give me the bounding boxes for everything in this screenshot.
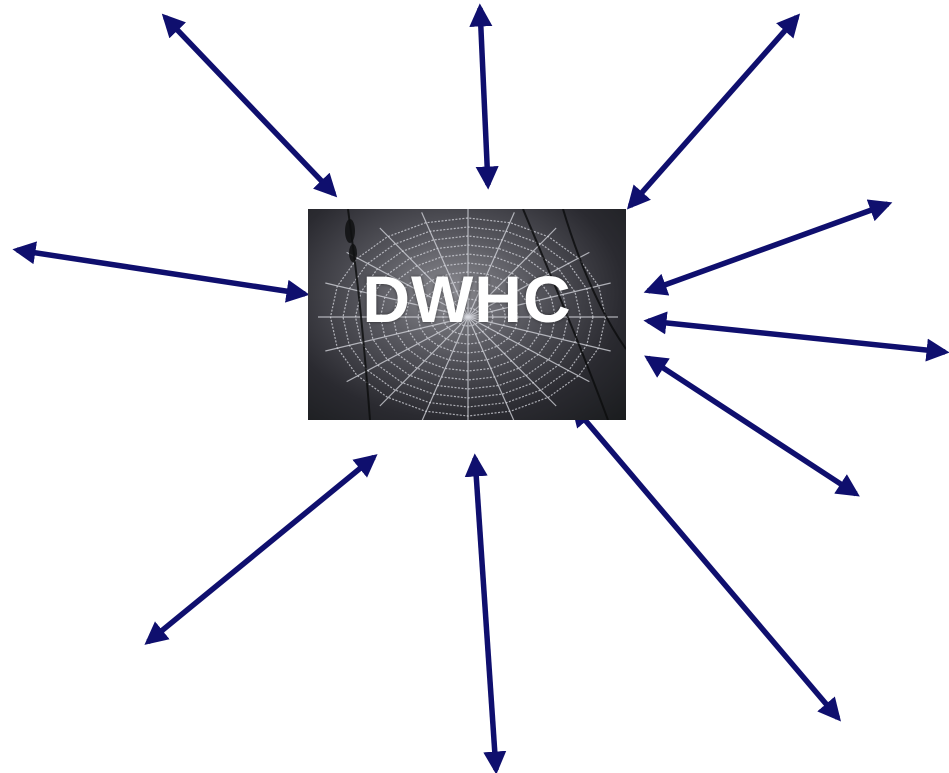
web-ring <box>429 289 507 345</box>
web-spoke <box>379 227 469 318</box>
spider-web-icon <box>318 209 626 420</box>
double-arrow-1 <box>161 13 338 198</box>
double-arrow-7 <box>644 355 860 497</box>
web-ring <box>417 280 519 354</box>
hub-image: DWHC <box>308 209 626 420</box>
hub-label: DWHC <box>362 262 572 336</box>
web-ring <box>329 217 607 417</box>
double-arrow-8 <box>144 454 378 645</box>
double-arrow-3 <box>626 13 801 210</box>
double-arrow-6 <box>643 311 949 362</box>
web-ring <box>454 307 482 327</box>
web-ring <box>354 235 582 399</box>
web-ring <box>367 244 569 390</box>
double-arrow-5 <box>643 199 893 296</box>
web-ring <box>442 298 494 336</box>
web-spoke <box>421 316 469 420</box>
double-arrow-10 <box>571 403 841 722</box>
web-ring <box>379 253 557 381</box>
double-arrow-4 <box>12 241 310 303</box>
web-ring <box>392 262 544 372</box>
web-ring <box>342 226 594 408</box>
double-arrow-9 <box>464 453 507 773</box>
web-ring <box>404 271 532 363</box>
web-spoke <box>379 316 469 407</box>
double-arrow-2 <box>469 3 499 190</box>
web-spoke <box>421 212 469 318</box>
